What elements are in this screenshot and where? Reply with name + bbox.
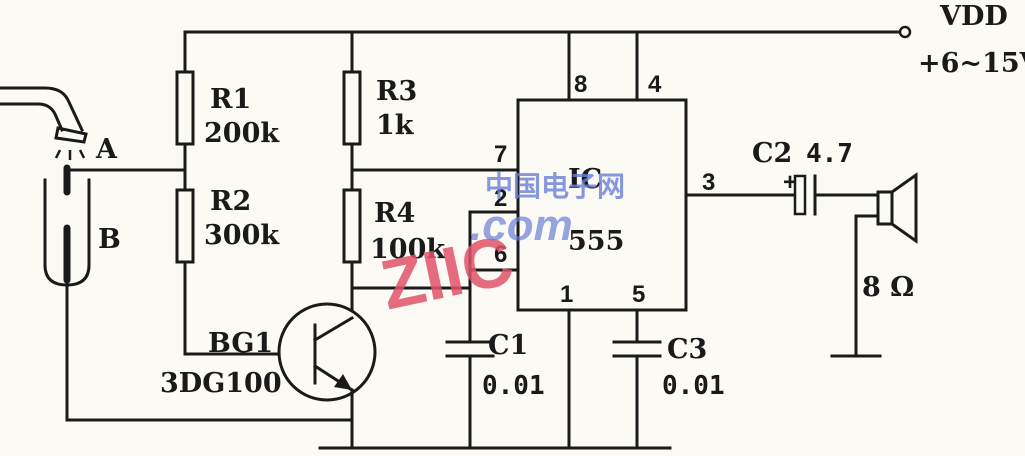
- c2-plate-positive: [793, 174, 807, 216]
- bg1-emitter-arrow: [334, 374, 352, 390]
- c2-name-label: C2: [752, 138, 792, 169]
- pin8-label: 8: [574, 71, 587, 98]
- c2-value-label: 4.7: [806, 139, 853, 169]
- pin7-label: 7: [494, 141, 507, 168]
- r1-resistor: [175, 70, 195, 146]
- r4-value-label: 100k: [370, 234, 446, 265]
- pin6-label: 6: [494, 241, 507, 268]
- probe-a-label: A: [95, 134, 118, 165]
- r2-value-label: 300k: [204, 220, 280, 251]
- transistor-model-label: 3DG100: [160, 368, 282, 399]
- pin4-label: 4: [648, 71, 662, 98]
- c3-name-label: C3: [667, 334, 707, 365]
- pin1-label: 1: [560, 281, 573, 308]
- c3-value-label: 0.01: [662, 371, 725, 401]
- r1-value-label: 200k: [204, 118, 280, 149]
- ic-name-label: IC: [568, 164, 602, 195]
- r4-resistor: [342, 188, 362, 264]
- supply-terminal: [898, 25, 912, 39]
- pin5-label: 5: [632, 281, 645, 308]
- water-pipe-bottom: [0, 102, 64, 132]
- water-nozzle: [54, 126, 88, 144]
- c2-plus-sign: +: [783, 169, 797, 196]
- water-pipe-top: [0, 86, 84, 132]
- bg1-transistor-envelope: [277, 302, 377, 402]
- pin3-label: 3: [702, 169, 715, 196]
- r3-resistor: [342, 70, 362, 146]
- speaker-value-label: 8 Ω: [862, 272, 914, 303]
- ic-model-label: 555: [568, 226, 624, 257]
- transistor-name-label: BG1: [208, 328, 273, 359]
- pin2-label: 2: [494, 185, 507, 212]
- supply-name-label: VDD: [939, 1, 1008, 32]
- r2-name-label: R2: [210, 186, 251, 217]
- speaker-coil: [876, 190, 894, 226]
- r1-name-label: R1: [210, 84, 251, 115]
- probe-b-return: [65, 268, 354, 422]
- r3-name-label: R3: [376, 76, 417, 107]
- r3-value-label: 1k: [376, 110, 415, 141]
- c1-value-label: 0.01: [482, 371, 545, 401]
- watermark-com: .com: [470, 201, 573, 250]
- sensor-cup: [43, 178, 91, 287]
- r4-name-label: R4: [374, 198, 415, 229]
- probe-b-label: B: [98, 224, 121, 255]
- c1-name-label: C1: [488, 330, 528, 361]
- r2-resistor: [175, 188, 195, 264]
- speaker-ground-wire: [854, 214, 880, 358]
- bg1-collector: [312, 315, 355, 343]
- ic-555-body: [516, 98, 688, 312]
- water-drops: [54, 149, 86, 160]
- r2-base-wire: [183, 260, 287, 356]
- watermark-cn: 中国电子网: [485, 171, 625, 202]
- speaker-cone: [889, 172, 918, 244]
- supply-voltage-label: +6~15V: [918, 48, 1025, 79]
